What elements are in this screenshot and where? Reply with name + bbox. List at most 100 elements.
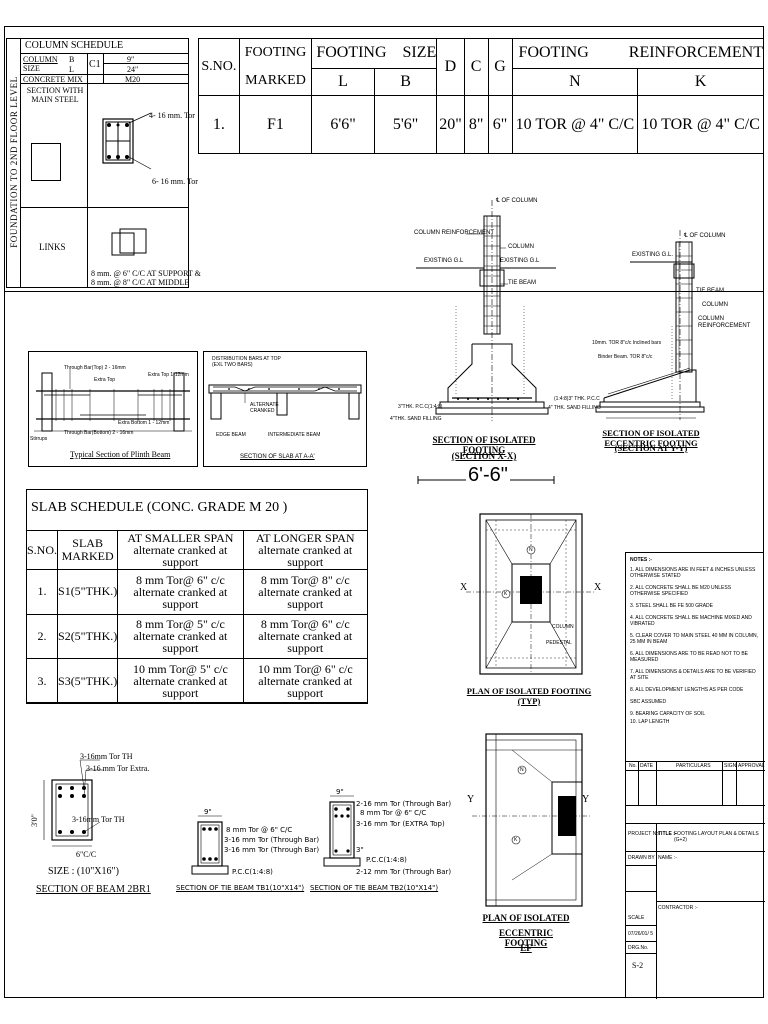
column-schedule-title: COLUMN SCHEDULE [25, 40, 124, 51]
beam-top-extra: 3-16 mm Tor Extra. [86, 764, 150, 773]
tb2-top-bars: 2-16 mm Tor (Through Bar) [356, 800, 452, 808]
notes-panel: NOTES :- 1. ALL DIMENSIONS ARE IN FEET &… [625, 552, 765, 999]
tb2-dim-3: 3" [356, 846, 364, 854]
note-item: 5. CLEAR COVER TO MAIN STEEL 40 MM IN CO… [630, 633, 758, 645]
table-row: 1. F1 6'6" 5'6" 20" 8" 6" 10 TOR @ 4" C/… [198, 95, 764, 154]
top-bar-note: 4- 16 mm. Tor [149, 111, 195, 120]
note-item: 8. ALL DEVELOPMENT LENGTHS AS PER CODE [630, 687, 744, 693]
pb-through-bottom: Through Bar(Bottom) 2 - 16mm [64, 430, 134, 436]
slab-caption: SECTION OF SLAB AT A-A' [240, 454, 315, 460]
tb-drg-no: DRG.No. [628, 945, 649, 951]
note-item: 4. ALL CONCRETE SHALL BE MACHINE MIXED A… [630, 615, 752, 627]
tb2-dim-top: 9" [336, 788, 344, 796]
tb2-caption: SECTION OF TIE BEAM TB2(10"X14") [310, 884, 439, 892]
pb-extra-bottom: Extra Bottom 1 - 12mm [118, 420, 170, 426]
drawing-border [4, 26, 764, 998]
note-item: 10. LAP LENGTH [630, 719, 670, 725]
plan-column: COLUMN [552, 624, 574, 630]
tb1-bottom-bars: 3-16 mm Tor (Through Bar) [224, 846, 320, 854]
tb2-stirrup: 8 mm Tor @ 6" C/C [360, 809, 427, 817]
tb-h-sign: SIGN [724, 763, 737, 769]
yy-caption-2: (SECTION AT Y-Y) [614, 443, 688, 453]
ecc-y-left: Y [467, 794, 475, 805]
slab-row-mark: S3(5"THK.) [57, 658, 119, 704]
row-d: 20" [436, 95, 465, 154]
separator [4, 291, 764, 292]
tb-date-value: 07/26/01/ 5 [628, 931, 654, 937]
tb1-caption: SECTION OF TIE BEAM TB1(10"X14") [176, 884, 305, 892]
section-yy-drawing [595, 230, 705, 420]
b-value: 9" [127, 55, 135, 64]
row-b: 5'6" [373, 95, 438, 154]
column-section-outline [31, 143, 61, 181]
beam-bottom-th: 3-16mm Tor TH [72, 815, 125, 824]
h-l: L [311, 67, 375, 97]
concrete-mix-value: M20 [125, 75, 141, 84]
slab-row-sno: 1. [25, 569, 59, 615]
section-xx-drawing [416, 200, 556, 421]
l-label: L [69, 65, 74, 74]
slab-section-drawing [208, 384, 362, 420]
tb-h-particulars: PARTICULARS [676, 763, 711, 769]
xx-gl-right: EXISTING G.L [500, 258, 540, 264]
bottom-bar-note: 6- 16 mm. Tor [152, 177, 198, 186]
column-label: COLUMN [23, 55, 58, 64]
note-item: 3. STEEL SHALL BE FE 500 GRADE [630, 603, 713, 609]
ecc-caption-2: ECCENTRIC FOOTING [498, 928, 553, 948]
tb-project-no: PROJECT No. [628, 831, 661, 837]
plan-x-left: X [460, 582, 468, 593]
ecc-caption-1: PLAN OF ISOLATED [482, 913, 570, 923]
plan-pedestal: PEDESTAL [546, 640, 572, 646]
slab-row-sno: 2. [25, 613, 59, 660]
tb-scale: SCALE [628, 915, 645, 921]
links-note-2: 8 mm. @ 8" C/C AT MIDDLE [91, 278, 190, 287]
slab-edge-beam: EDGE BEAM [216, 432, 246, 438]
tb1-pcc: P.C.C(1:4:8) [232, 868, 273, 876]
column-section-drawing [102, 112, 152, 170]
note-item: SBC ASSUMED [630, 699, 667, 705]
tb1-top-bars: 3-16 mm Tor (Through Bar) [224, 836, 320, 844]
tb-drg-value: S-2 [632, 961, 644, 970]
vertical-label-text: FOUNDATION TO 2ND FLOOR LEVEL [9, 76, 19, 248]
tb2-pcc: P.C.C(1:4:8) [366, 856, 407, 864]
yy-inclined-bars: 10mm. TOR 8"c/c Inclined bars [592, 340, 662, 346]
notes-list: 1. ALL DIMENSIONS ARE IN FEET & INCHES U… [630, 567, 762, 725]
tie-beam-2-drawing [323, 795, 361, 867]
xx-gl-left: EXISTING G.L [424, 258, 464, 264]
tb1-stirrup: 8 mm Tor @ 6" C/C [226, 826, 293, 834]
plan-n-mark: N [529, 547, 533, 553]
yy-column: COLUMN [702, 302, 729, 308]
row-k: 10 TOR @ 4" C/C [637, 95, 764, 154]
xx-col-reinf: COLUMN REINFORCEMENT [414, 230, 495, 236]
column-schedule: FOUNDATION TO 2ND FLOOR LEVEL COLUMN SCH… [6, 38, 201, 288]
pb-caption: Typical Section of Plinth Beam [70, 450, 171, 459]
tb-drawn-by: DRAWN BY [628, 855, 655, 861]
beam-stirrup: 6"C/C [76, 850, 97, 859]
xx-col-center: ℄ OF COLUMN [496, 198, 538, 204]
b-label: B [69, 55, 75, 64]
h-sno: S.NO. [198, 38, 240, 96]
h-k: K [637, 67, 764, 97]
pb-stirrups: Stirrups [30, 436, 48, 442]
tb-h-approval: APPROVAL [738, 763, 765, 769]
h-reinforcement: FOOTING REINFORCEMENT [511, 38, 765, 69]
note-item: 6. ALL DIMENSIONS ARE TO BE READ NOT TO … [630, 651, 749, 663]
row-l: 6'6" [311, 95, 375, 154]
h-b: B [373, 67, 438, 97]
xx-pcc: 3"THK. P.C.C(1:4:8) [398, 404, 443, 410]
ecc-n-mark: N [520, 767, 524, 773]
tb-h-date: DATE [640, 763, 653, 769]
slab-alternate: ALTERNATE CRANKED [250, 402, 279, 414]
plan-k-mark: K [504, 591, 508, 597]
tb1-dim-top: 9" [204, 808, 212, 816]
tb-contractor: CONTRACTOR :- [658, 905, 698, 911]
yy-existing-gl: EXISTING G.L. [632, 252, 674, 258]
